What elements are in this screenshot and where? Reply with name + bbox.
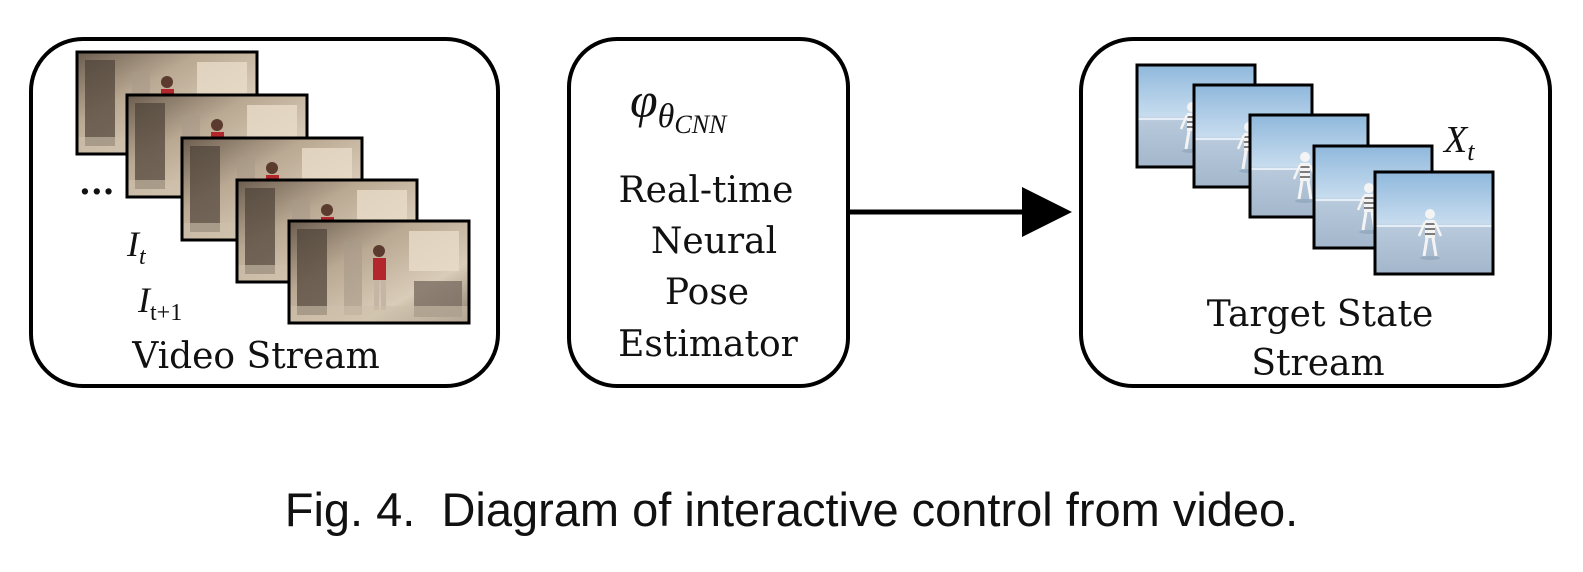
frame-label-t1-base: I [137, 280, 152, 320]
estimator-line-3: Pose [665, 272, 749, 313]
video-stream-label: Video Stream [131, 336, 380, 377]
target-line-1: Target State [1207, 294, 1434, 335]
state-label-sub: t [1467, 137, 1475, 166]
figure-caption: Fig. 4. Diagram of interactive control f… [284, 483, 1299, 536]
ellipsis: ... [79, 163, 115, 203]
state-label-base: X [1442, 119, 1469, 161]
state-label-xt: Xt [1442, 119, 1475, 166]
frame-label-t1: It+1 [137, 280, 182, 326]
frame-label-t1-sub: t+1 [150, 300, 182, 326]
estimator-line-4: Estimator [618, 324, 798, 365]
pose-estimator-box: φθCNN Real-time Neural Pose Estimator [567, 37, 850, 388]
theta-sub: θ [658, 98, 675, 135]
target-state-box: Xt Target State Stream [1079, 37, 1552, 388]
cnn-subsub: CNN [674, 110, 728, 139]
sim-frame-stack [1135, 63, 1495, 276]
phi-base: φ [630, 72, 658, 128]
frame-label-t: It [126, 224, 147, 270]
estimator-line-2: Neural [651, 221, 777, 262]
estimator-line-1: Real-time [619, 170, 794, 211]
target-line-2: Stream [1251, 343, 1384, 384]
frame-label-t-sub: t [139, 244, 147, 270]
video-frame-stack [75, 50, 471, 325]
video-stream-box: ... It It+1 Video Stream [29, 37, 500, 388]
phi-theta-cnn-symbol: φθCNN [630, 72, 728, 139]
frame-label-t-base: I [126, 224, 141, 264]
